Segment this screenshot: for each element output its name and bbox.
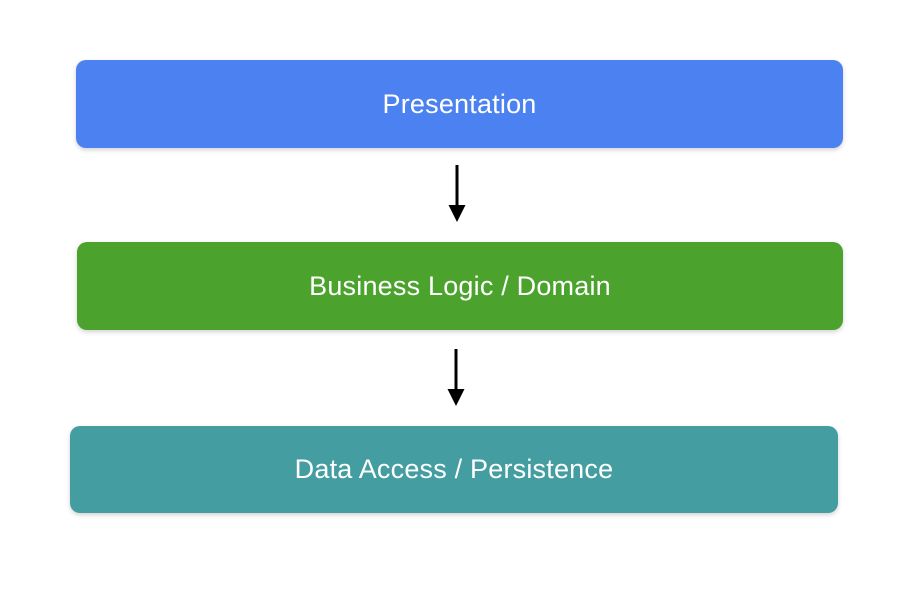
down-arrow-icon xyxy=(448,165,466,222)
layer-label-business-logic: Business Logic / Domain xyxy=(309,270,611,301)
layer-box-presentation: Presentation xyxy=(76,60,843,148)
layer-box-business-logic: Business Logic / Domain xyxy=(77,242,843,330)
down-arrow-icon xyxy=(447,349,465,406)
layer-label-data-access: Data Access / Persistence xyxy=(294,454,614,484)
layer-box-data-access: Data Access / Persistence xyxy=(70,426,838,513)
layer-label-presentation: Presentation xyxy=(382,88,537,119)
